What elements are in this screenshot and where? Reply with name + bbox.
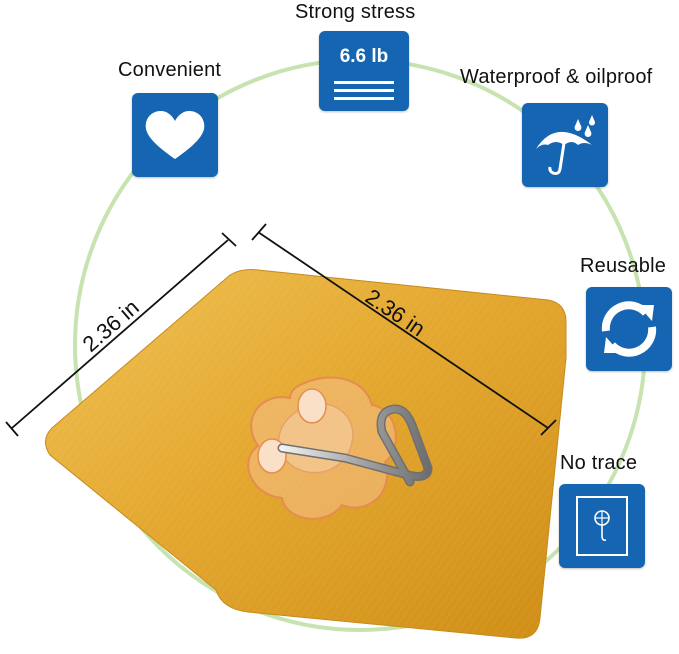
weight-bars-icon	[334, 81, 394, 100]
waterproof-tile	[522, 103, 608, 187]
reusable-label: Reusable	[580, 255, 667, 277]
no-trace-label: No trace	[560, 452, 638, 474]
no-trace-tile	[559, 484, 645, 568]
refresh-arrows-icon	[601, 301, 657, 357]
steel-hook	[277, 404, 433, 487]
umbrella-rain-icon	[536, 115, 595, 175]
top-dimension-line	[251, 223, 557, 436]
convenient-label: Convenient	[118, 59, 222, 81]
flower-hook-base	[247, 376, 397, 520]
reusable-tile	[586, 287, 672, 371]
left-dimension-line	[5, 232, 237, 437]
strong-stress-tile: 6.6 lb	[319, 31, 409, 111]
heart-icon	[145, 111, 205, 159]
stress-value: 6.6 lb	[339, 46, 389, 67]
strong-stress-label: Strong stress	[295, 1, 416, 23]
waterproof-label: Waterproof & oilproof	[460, 66, 653, 88]
convenient-tile	[132, 93, 218, 177]
wall-plate-icon	[576, 496, 628, 556]
